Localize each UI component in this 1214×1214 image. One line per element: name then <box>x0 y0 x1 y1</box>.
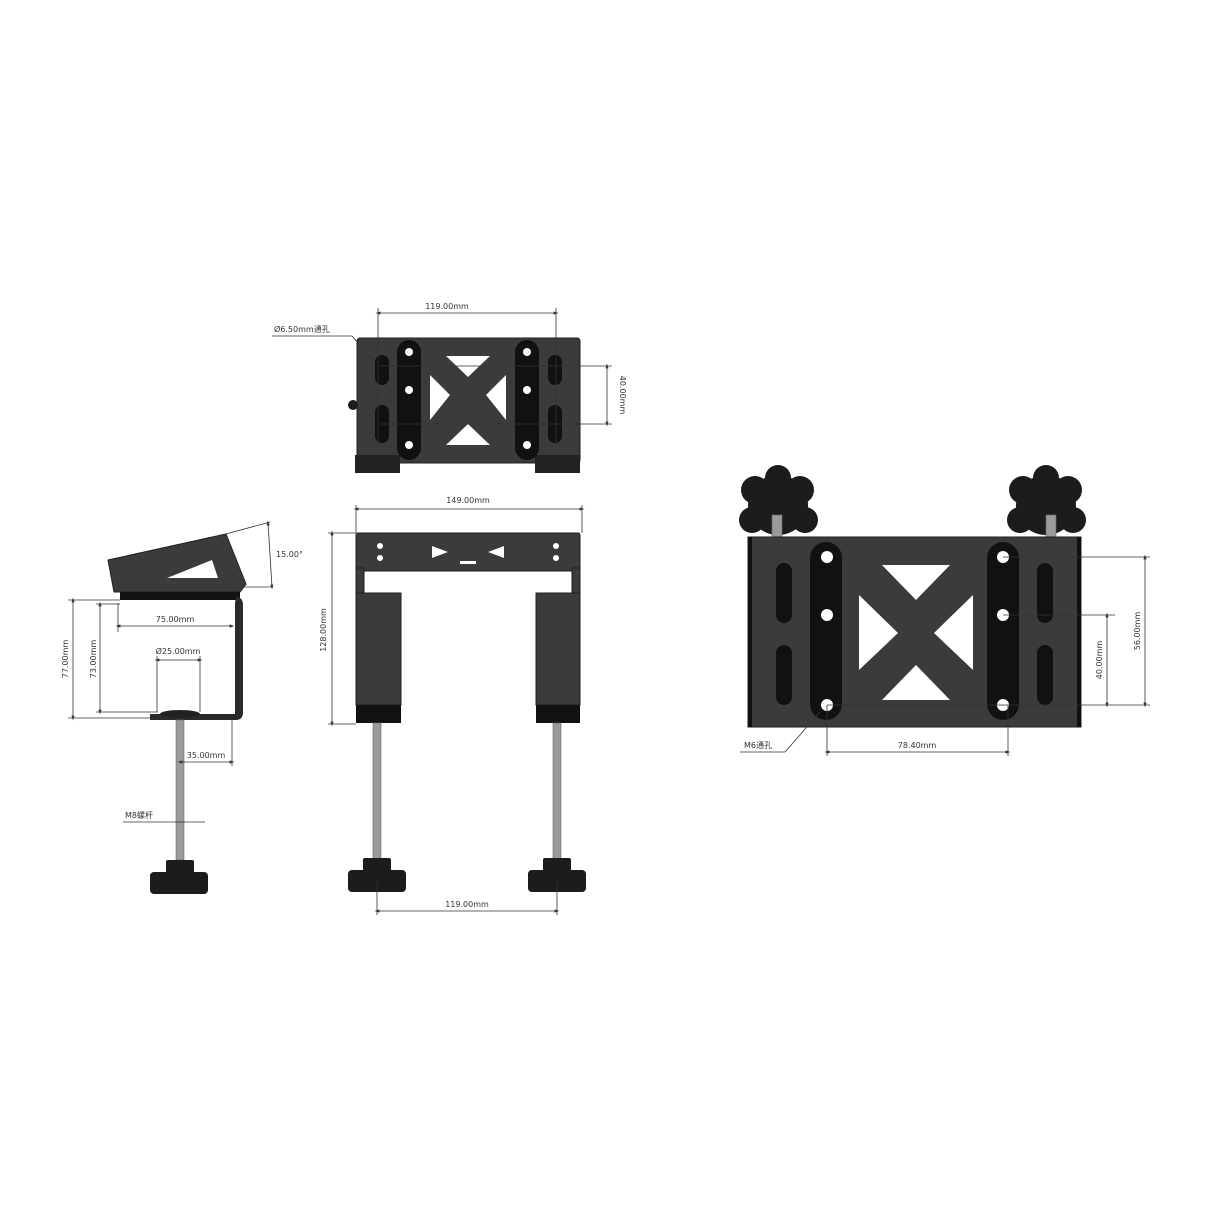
rod-spacing-label: 119.00mm <box>445 900 489 909</box>
star-knob-left-icon <box>739 465 818 541</box>
side-tilted-plate <box>107 533 247 593</box>
angle-label: 15.00° <box>276 550 303 559</box>
mount-strip-right <box>515 340 539 460</box>
top-hole-label: Ø6.50mm通孔 <box>274 324 330 334</box>
side-knob-icon <box>348 400 358 410</box>
front-rod-left <box>372 722 382 862</box>
front-leg-right <box>535 592 581 706</box>
top-width-label: 119.00mm <box>425 302 469 311</box>
inner-height-label: 73.00mm <box>89 640 98 679</box>
rod-offset-label: 35.00mm <box>187 751 226 760</box>
front-width-label: 149.00mm <box>446 496 490 505</box>
side-knob-icon <box>150 872 208 894</box>
vertical-spacing-label: 40.00mm <box>1095 641 1104 680</box>
front-height-label: 128.00mm <box>319 608 328 652</box>
top-foot-left <box>355 455 400 473</box>
side-rod <box>175 719 185 861</box>
top-foot-right <box>535 455 580 473</box>
rod-label: M8螺杆 <box>125 810 153 820</box>
m6-hole-label: M6通孔 <box>744 740 772 750</box>
top-spacing-label: 40.00mm <box>618 376 627 415</box>
perspective-view <box>739 465 1150 756</box>
m6-hole <box>821 551 833 563</box>
mount-strip-left <box>397 340 421 460</box>
total-height-label: 56.00mm <box>1133 612 1142 651</box>
front-top-plate <box>355 532 581 572</box>
front-leg-left <box>355 592 402 706</box>
front-view <box>328 505 586 915</box>
depth-label: 75.00mm <box>156 615 195 624</box>
star-knob-right-icon <box>1007 465 1086 541</box>
pad-diameter-label: Ø25.00mm <box>156 646 201 656</box>
horizontal-spacing-label: 78.40mm <box>898 741 937 750</box>
mount-strip-right <box>987 542 1019 720</box>
outer-height-label: 77.00mm <box>61 640 70 679</box>
mount-strip-left <box>810 542 842 720</box>
top-view <box>272 308 612 473</box>
front-rod-right <box>552 722 562 862</box>
side-view <box>68 520 274 894</box>
